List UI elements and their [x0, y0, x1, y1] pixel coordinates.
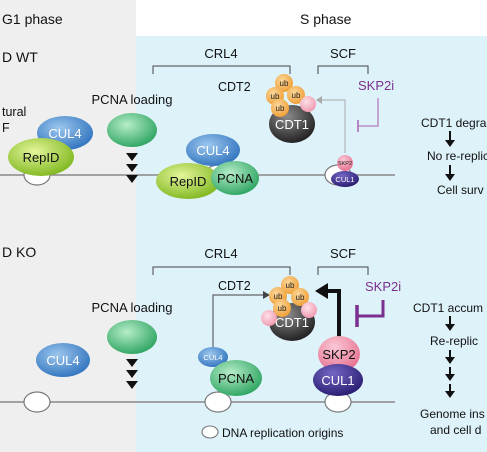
- scf-bracket-ko: [317, 266, 369, 275]
- crl4-bracket-ko: [152, 266, 291, 275]
- outcome-wt-arrowhead-1: [445, 140, 455, 147]
- cdt2-label-ko: CDT2: [218, 279, 251, 293]
- skp2-ko-label: SKP2: [322, 347, 355, 362]
- scf-label-wt: SCF: [330, 46, 356, 61]
- cdt1-ko-label: CDT1: [275, 315, 309, 330]
- scf-arrowhead-ko: [315, 283, 328, 299]
- ub-wt-4-label: ub: [276, 104, 285, 113]
- ub-ko-3: [291, 288, 309, 306]
- outcome-wt-2: No re-replic: [427, 149, 487, 163]
- pcna-loading-label-wt: PCNA loading: [92, 92, 173, 107]
- outcome-ko-1: CDT1 accum: [413, 301, 483, 315]
- cul1-ko: [313, 364, 363, 396]
- scf-bracket-wt: [317, 65, 369, 74]
- ub-wt-1: [275, 74, 293, 92]
- pcna-s-wt-label: PCNA: [217, 171, 253, 186]
- repid-g1-wt-label: RepID: [23, 150, 60, 165]
- scf-arrow-wt: [320, 99, 346, 153]
- ub-ko-4: [273, 299, 291, 317]
- cul4-s-wt-label: CUL4: [196, 143, 229, 158]
- legend-origin-icon: [201, 425, 219, 439]
- outcome-ko-arrowhead-1: [445, 324, 455, 331]
- repid-s-wt: [156, 163, 220, 199]
- ub-wt-2-label: ub: [271, 92, 280, 101]
- skp2i-label-ko: SKP2i: [365, 279, 401, 294]
- outcome-ko-arrowhead-2: [445, 357, 455, 364]
- skp2i-inhibit-wt: [358, 98, 379, 127]
- g1-phase-panel: [0, 0, 136, 452]
- pcna-free-wt: [107, 113, 157, 147]
- g1-phase-title: G1 phase: [2, 11, 63, 27]
- arrowhead-wt-3: [126, 175, 138, 183]
- outcome-ko-3: Genome ins: [420, 407, 485, 421]
- outcome-ko-arrowhead-3: [445, 374, 455, 381]
- arrowhead-ko-1: [126, 359, 138, 367]
- crl4-label-ko: CRL4: [204, 246, 237, 261]
- ub-ko-pink-1: [261, 310, 277, 326]
- cul1-ko-label: CUL1: [321, 373, 354, 388]
- ub-ko-3-label: ub: [296, 293, 305, 302]
- outcome-ko-2: Re-replic: [430, 334, 478, 348]
- skp2-small-wt-label: SKP2: [338, 161, 352, 167]
- outcome-wt-1: CDT1 degra: [421, 116, 487, 130]
- ub-wt-3: [287, 86, 305, 104]
- left-partial-line1: tural: [2, 105, 26, 119]
- skp2-ko: [318, 336, 360, 372]
- scf-arrow-ko: [326, 289, 341, 340]
- ub-ko-1: [281, 276, 299, 294]
- scf-arrowhead-wt: [316, 96, 322, 104]
- cul4-g1-ko: [36, 343, 90, 377]
- ub-ko-2-label: ub: [274, 292, 283, 301]
- crl4-label-wt: CRL4: [204, 46, 237, 61]
- arrowhead-ko-3: [126, 381, 138, 389]
- cdt2-arrowhead-ko: [263, 291, 270, 299]
- origin-ko-1: [23, 391, 51, 413]
- pcna-s-ko: [210, 360, 262, 396]
- cdt2-arrow-ko: [212, 294, 264, 347]
- arrowhead-wt-2: [126, 164, 138, 172]
- skp2-small-wt: [337, 155, 353, 171]
- legend-label: DNA replication origins: [222, 426, 343, 440]
- cul4-s-wt: [186, 134, 240, 166]
- cul4-small-ko-label: CUL4: [203, 353, 222, 362]
- row-label-wt: D WT: [2, 49, 38, 65]
- cul1-small-wt: [331, 171, 359, 187]
- arrowhead-ko-2: [126, 370, 138, 378]
- ub-wt-4: [271, 99, 289, 117]
- skp2i-inhibit-ko: [357, 300, 385, 318]
- s-phase-title: S phase: [300, 11, 352, 27]
- pcna-s-wt: [211, 161, 259, 195]
- ub-ko-4-label: ub: [278, 304, 287, 313]
- crl4-bracket-wt: [152, 65, 291, 74]
- pcna-s-ko-label: PCNA: [218, 371, 254, 386]
- cdt2-label-wt: CDT2: [218, 80, 251, 94]
- row-label-ko: D KO: [2, 244, 36, 260]
- ub-wt-3-label: ub: [292, 91, 301, 100]
- ub-wt-1-label: ub: [280, 79, 289, 88]
- cul1-small-wt-label: CUL1: [335, 175, 354, 184]
- outcome-ko-4: and cell d: [430, 423, 481, 437]
- ub-ko-pink-2: [301, 302, 317, 318]
- outcome-ko-arrowhead-4: [445, 391, 455, 398]
- origin-ko-2: [204, 391, 232, 413]
- arrowhead-wt-1: [126, 153, 138, 161]
- repid-g1-wt: [8, 138, 74, 176]
- pcna-free-ko: [107, 320, 157, 354]
- ub-ko-1-label: ub: [286, 281, 295, 290]
- outcome-wt-arrowhead-2: [445, 174, 455, 181]
- left-partial-line2: F: [2, 121, 10, 135]
- cdt1-wt-label: CDT1: [275, 117, 309, 132]
- repid-s-wt-label: RepID: [170, 174, 207, 189]
- outcome-wt-3: Cell surv: [437, 183, 484, 197]
- cul4-g1-wt-label: CUL4: [48, 126, 81, 141]
- cul4-g1-ko-label: CUL4: [46, 353, 79, 368]
- pcna-loading-label-ko: PCNA loading: [92, 300, 173, 315]
- ub-wt-pink: [300, 96, 316, 112]
- skp2i-label-wt: SKP2i: [358, 78, 394, 93]
- cul4-small-ko: [198, 347, 228, 367]
- scf-label-ko: SCF: [330, 246, 356, 261]
